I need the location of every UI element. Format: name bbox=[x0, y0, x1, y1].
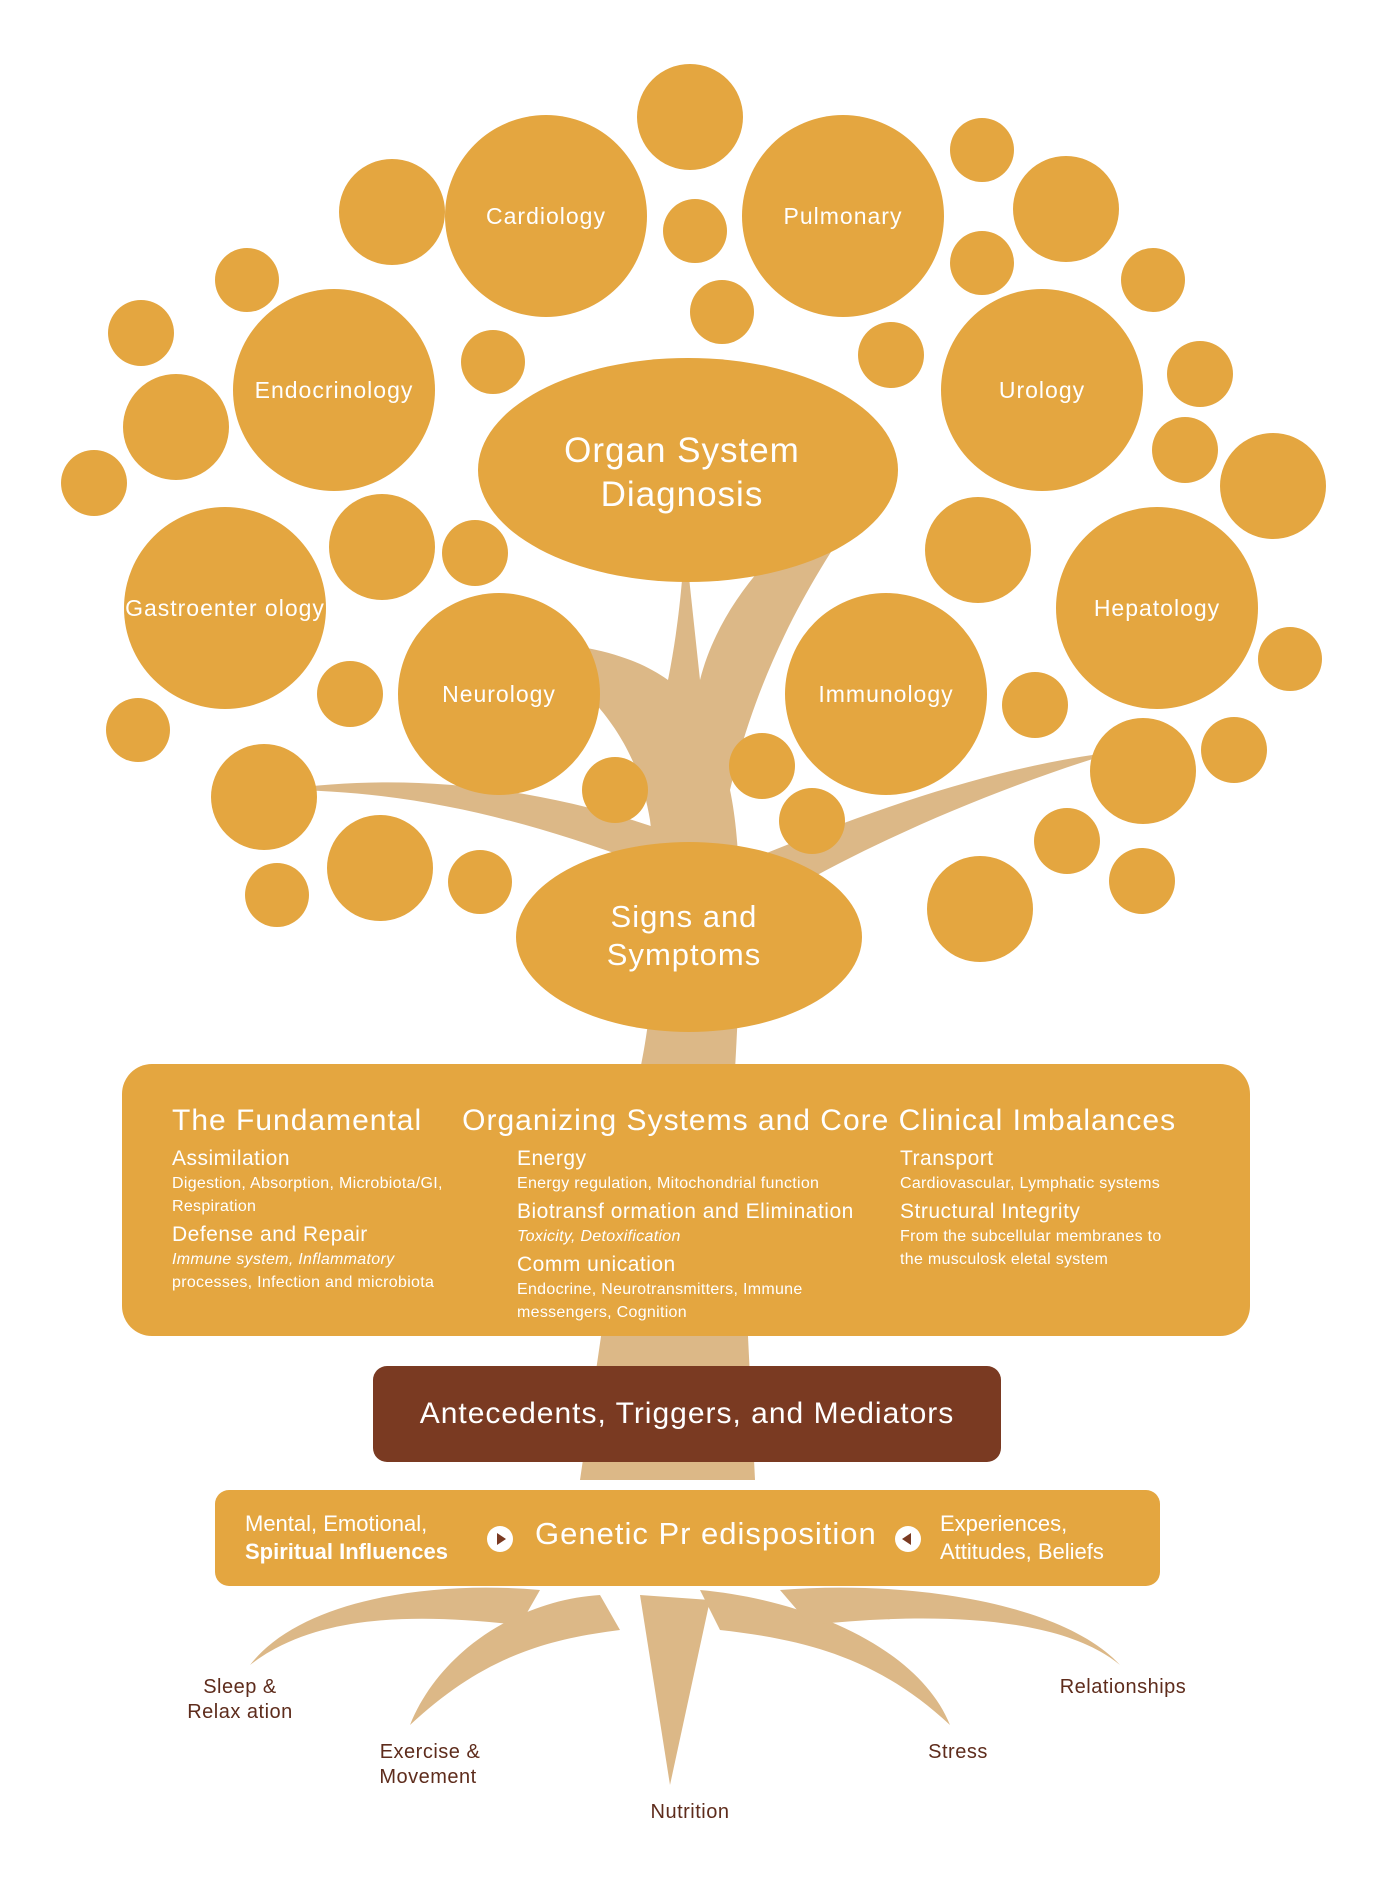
energy-heading: Energy bbox=[517, 1147, 587, 1170]
transport-heading: Transport bbox=[900, 1147, 994, 1170]
specialty-leaves: Cardiology Pulmonary Endocrinology Urolo… bbox=[124, 115, 1258, 795]
pulmonary-label: Pulmonary bbox=[784, 203, 903, 229]
leaf-neurology bbox=[398, 593, 600, 795]
column-3: Transport Cardiovascular, Lymphatic syst… bbox=[900, 1146, 1220, 1271]
cardiology-label: Cardiology bbox=[486, 203, 606, 229]
genetic-predisposition-bar: Mental, Emotional, Spiritual Influences … bbox=[215, 1490, 1160, 1586]
urology-label: Urology bbox=[999, 377, 1085, 403]
fundamental-systems-panel: The Fundamental Organizing Systems and Co… bbox=[122, 1064, 1250, 1336]
panel-title-right: Organizing Systems and Core Clinical Imb… bbox=[462, 1104, 1177, 1137]
signs-symptoms-line2: Symptoms bbox=[607, 937, 761, 972]
energy-desc: Energy regulation, Mitochondrial functio… bbox=[517, 1175, 820, 1192]
exercise-label-line2: Movement bbox=[379, 1766, 476, 1788]
structural-desc-2: the musculosk eletal system bbox=[900, 1251, 1109, 1268]
genetic-predisposition-label: Genetic Pr edisposition bbox=[535, 1516, 877, 1551]
nutrition-label: Nutrition bbox=[651, 1801, 730, 1823]
defense-desc: processes, Infection and microbiota bbox=[172, 1274, 435, 1291]
leaf-urology bbox=[941, 289, 1143, 491]
leaf-pulmonary bbox=[742, 115, 944, 317]
spiritual-influences-text: Spiritual Influences bbox=[245, 1539, 448, 1564]
hepatology-label: Hepatology bbox=[1094, 595, 1220, 621]
communication-desc-2: messengers, Cognition bbox=[517, 1304, 687, 1321]
defense-desc-italic: Immune system, Inflammatory bbox=[172, 1251, 395, 1268]
communication-heading: Comm unication bbox=[517, 1253, 676, 1276]
experiences-block: Experiences, Attitudes, Beliefs bbox=[940, 1510, 1104, 1566]
column-1: Assimilation Digestion, Absorption, Micr… bbox=[172, 1146, 492, 1294]
leaf-endocrinology bbox=[233, 289, 435, 491]
assimilation-heading: Assimilation bbox=[172, 1147, 291, 1170]
endocrinology-label: Endocrinology bbox=[255, 377, 414, 403]
panel-title: The Fundamental Organizing Systems and Co… bbox=[172, 1104, 1176, 1138]
experiences-line2: Attitudes, Beliefs bbox=[940, 1539, 1104, 1564]
leaf-cardiology bbox=[445, 115, 647, 317]
assimilation-desc-2: Respiration bbox=[172, 1198, 257, 1215]
leaf-gastroenterology bbox=[124, 507, 326, 709]
organ-system-node: Organ System Diagnosis bbox=[478, 358, 898, 582]
assimilation-desc-1: Digestion, Absorption, Microbiota/GI, bbox=[172, 1175, 443, 1192]
mental-emotional-line1: Mental, Emotional, bbox=[245, 1511, 428, 1536]
column-2: Energy Energy regulation, Mitochondrial … bbox=[517, 1146, 877, 1324]
defense-heading: Defense and Repair bbox=[172, 1223, 368, 1246]
organ-system-line2: Diagnosis bbox=[601, 475, 764, 514]
antecedents-bar: Antecedents, Triggers, and Mediators bbox=[373, 1366, 1001, 1462]
spiritual-influences: Spiritual Influences bbox=[245, 1538, 448, 1566]
structural-heading: Structural Integrity bbox=[900, 1200, 1081, 1223]
experiences-line1: Experiences, bbox=[940, 1511, 1068, 1536]
leaf-hepatology bbox=[1056, 507, 1258, 709]
decorative-leaves bbox=[61, 64, 1326, 962]
structural-desc-1: From the subcellular membranes to bbox=[900, 1228, 1162, 1245]
signs-symptoms-line1: Signs and bbox=[611, 899, 758, 934]
sleep-label-line1: Sleep & bbox=[203, 1676, 277, 1698]
biotransformation-heading: Biotransf ormation and Elimination bbox=[517, 1200, 854, 1223]
sleep-label-line2: Relax ation bbox=[187, 1701, 293, 1723]
stress-label: Stress bbox=[928, 1741, 988, 1763]
panel-title-left: The Fundamental bbox=[172, 1104, 423, 1137]
gastroenterology-label: Gastroenter ology bbox=[125, 595, 325, 621]
leaf-immunology bbox=[785, 593, 987, 795]
arrow-right-icon bbox=[487, 1526, 513, 1552]
biotransformation-desc: Toxicity, Detoxification bbox=[517, 1228, 681, 1245]
neurology-label: Neurology bbox=[442, 681, 556, 707]
arrow-left-icon bbox=[895, 1526, 921, 1552]
root-labels: Sleep & Relax ation Exercise & Movement … bbox=[187, 1676, 1186, 1823]
exercise-label-line1: Exercise & bbox=[380, 1741, 481, 1763]
communication-desc-1: Endocrine, Neurotransmitters, Immune bbox=[517, 1281, 803, 1298]
relationships-label: Relationships bbox=[1060, 1676, 1187, 1698]
transport-desc: Cardiovascular, Lymphatic systems bbox=[900, 1175, 1161, 1192]
organ-system-line1: Organ System bbox=[564, 431, 800, 470]
roots bbox=[250, 1587, 1120, 1785]
immunology-label: Immunology bbox=[818, 681, 953, 707]
signs-symptoms-node: Signs and Symptoms bbox=[516, 842, 862, 1032]
mental-emotional-block: Mental, Emotional, Spiritual Influences bbox=[245, 1510, 448, 1566]
